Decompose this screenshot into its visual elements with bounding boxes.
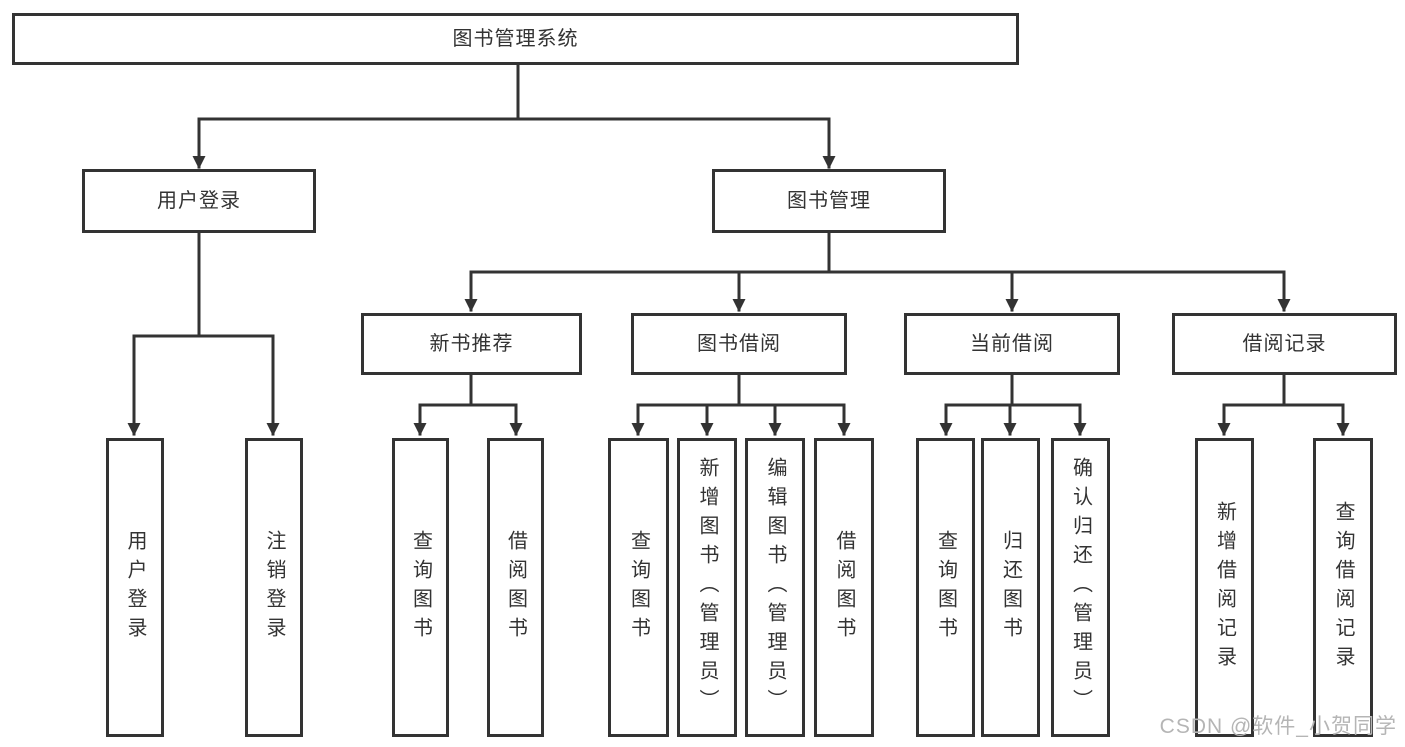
node-borrow-books: 借阅图书 bbox=[487, 438, 544, 737]
node-borrowing-records: 借阅记录 bbox=[1172, 313, 1397, 375]
node-edit-books-admin: 编辑图书（管理员） bbox=[745, 438, 805, 737]
node-add-borrow-record: 新增借阅记录 bbox=[1195, 438, 1254, 737]
node-query-books: 查询图书 bbox=[916, 438, 975, 737]
node-new-book-recommend: 新书推荐 bbox=[361, 313, 582, 375]
node-borrow-books: 借阅图书 bbox=[814, 438, 874, 737]
node-library-management-system: 图书管理系统 bbox=[12, 13, 1019, 65]
node-add-books-admin: 新增图书（管理员） bbox=[677, 438, 737, 737]
node-current-borrowing: 当前借阅 bbox=[904, 313, 1120, 375]
node-query-books: 查询图书 bbox=[608, 438, 669, 737]
node-confirm-return-admin: 确认归还（管理员） bbox=[1051, 438, 1110, 737]
node-book-borrowing: 图书借阅 bbox=[631, 313, 847, 375]
node-query-borrow-record: 查询借阅记录 bbox=[1313, 438, 1373, 737]
node-query-books: 查询图书 bbox=[392, 438, 449, 737]
node-logout: 注销登录 bbox=[245, 438, 303, 737]
node-user-login-branch: 用户登录 bbox=[82, 169, 316, 233]
node-user-login: 用户登录 bbox=[106, 438, 164, 737]
node-return-books: 归还图书 bbox=[981, 438, 1040, 737]
node-book-management-branch: 图书管理 bbox=[712, 169, 946, 233]
